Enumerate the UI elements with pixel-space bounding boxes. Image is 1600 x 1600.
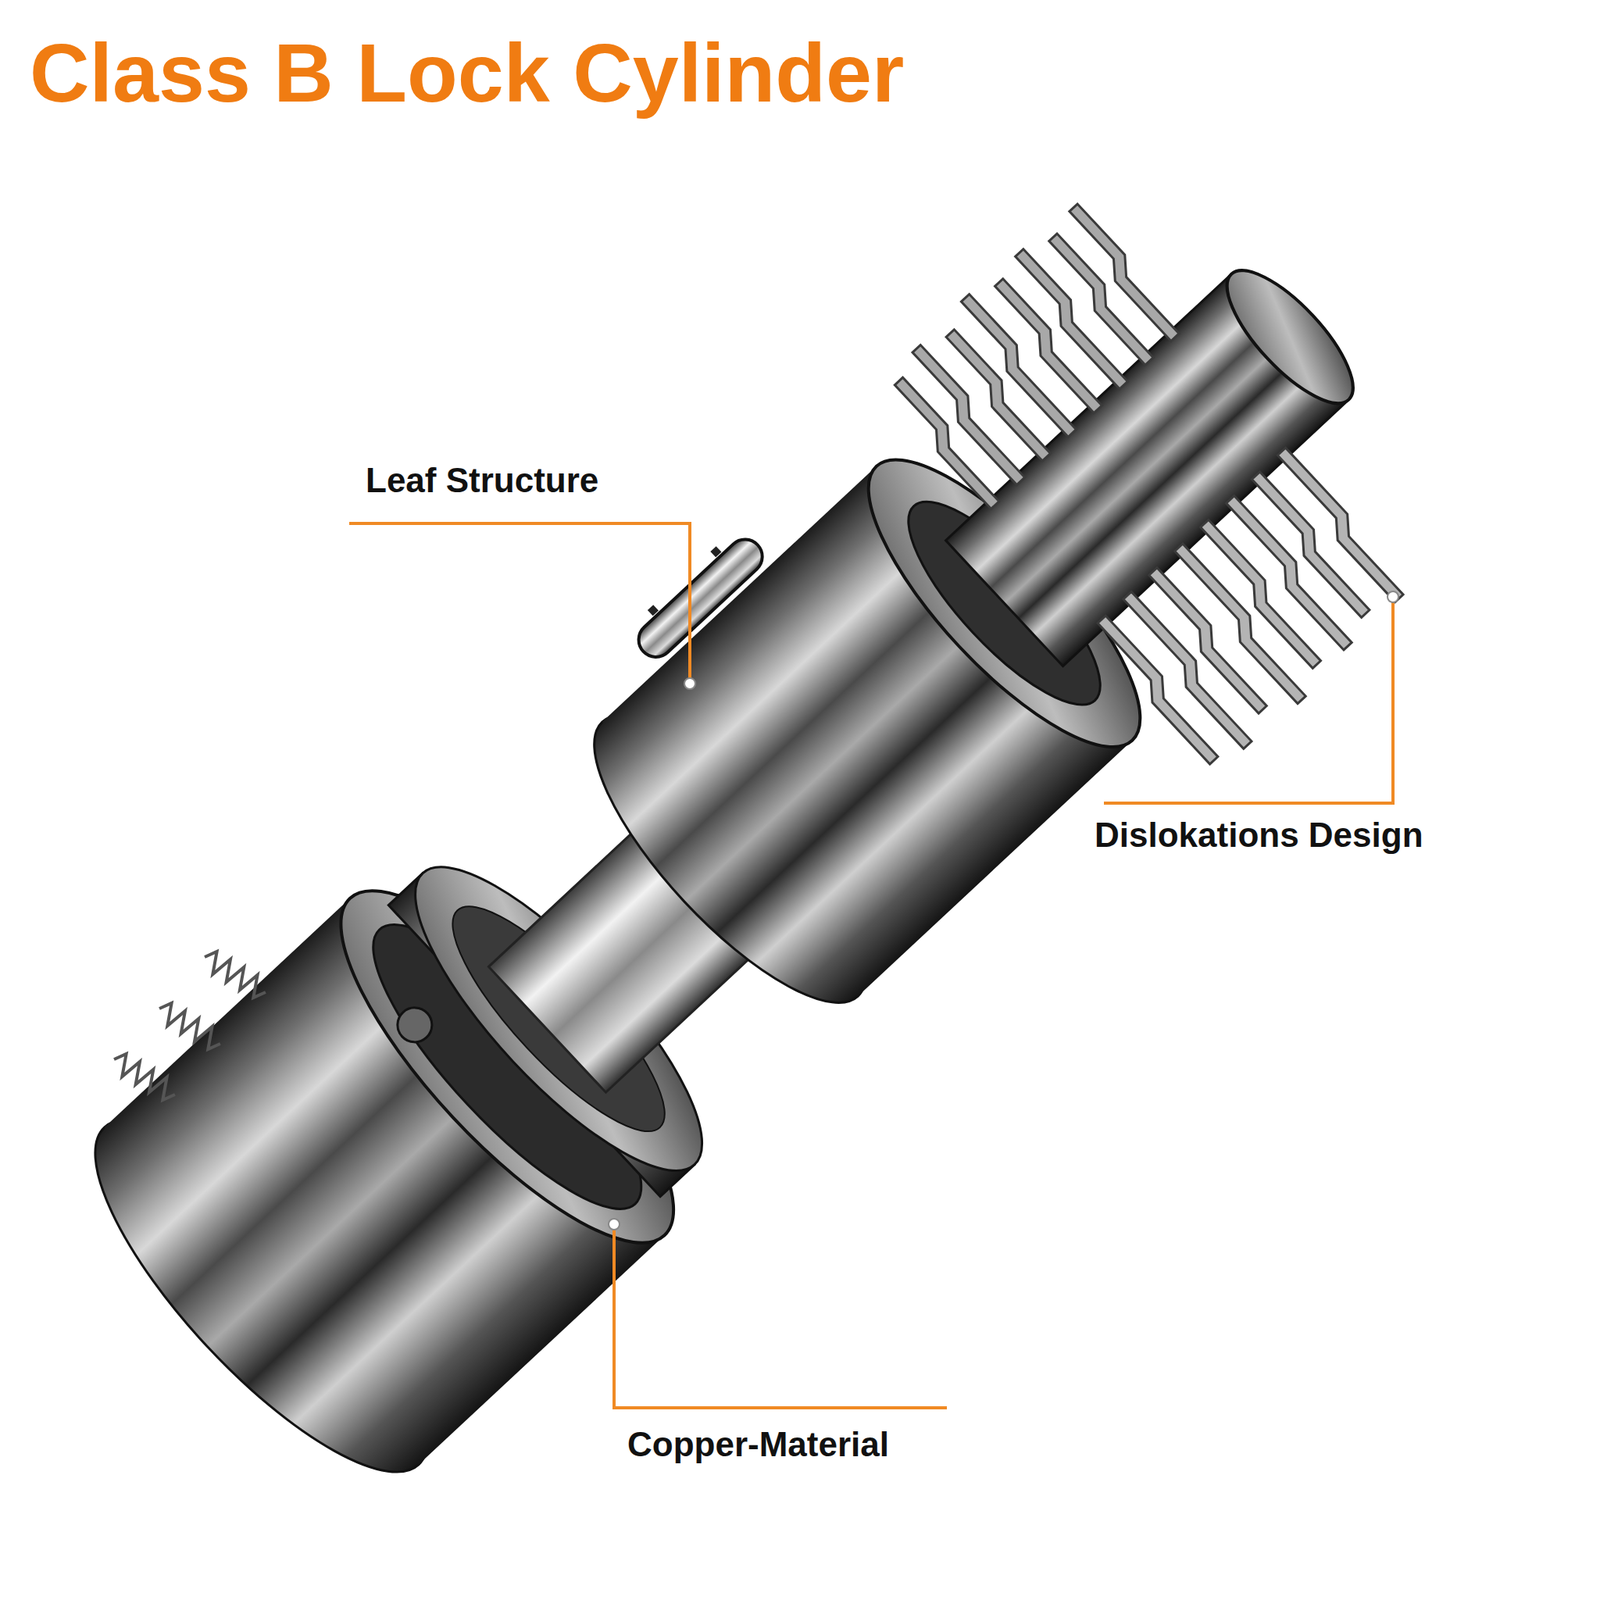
- leader-lines: [349, 523, 1393, 1408]
- leader-dots: [608, 591, 1399, 1230]
- callout-label: Copper-Material: [627, 1427, 890, 1462]
- plug-face: [1208, 252, 1372, 421]
- wafer-row: [873, 198, 1190, 510]
- leader-line: [1103, 596, 1393, 804]
- cylinder-assembly: [36, 132, 1500, 1547]
- spring-set: [108, 947, 272, 1104]
- diagram-title: Class B Lock Cylinder: [29, 31, 904, 115]
- callout-label: Leaf Structure: [365, 463, 599, 498]
- callout-label: Dislokations Design: [1094, 817, 1424, 853]
- leader-line: [349, 523, 690, 684]
- wafer-row: [1087, 447, 1419, 775]
- leaf-bar: [631, 532, 769, 665]
- leader-line: [614, 1224, 947, 1408]
- pin-hole: [390, 1000, 440, 1050]
- leaf-bit: [647, 604, 659, 616]
- leaf-bit: [710, 546, 722, 558]
